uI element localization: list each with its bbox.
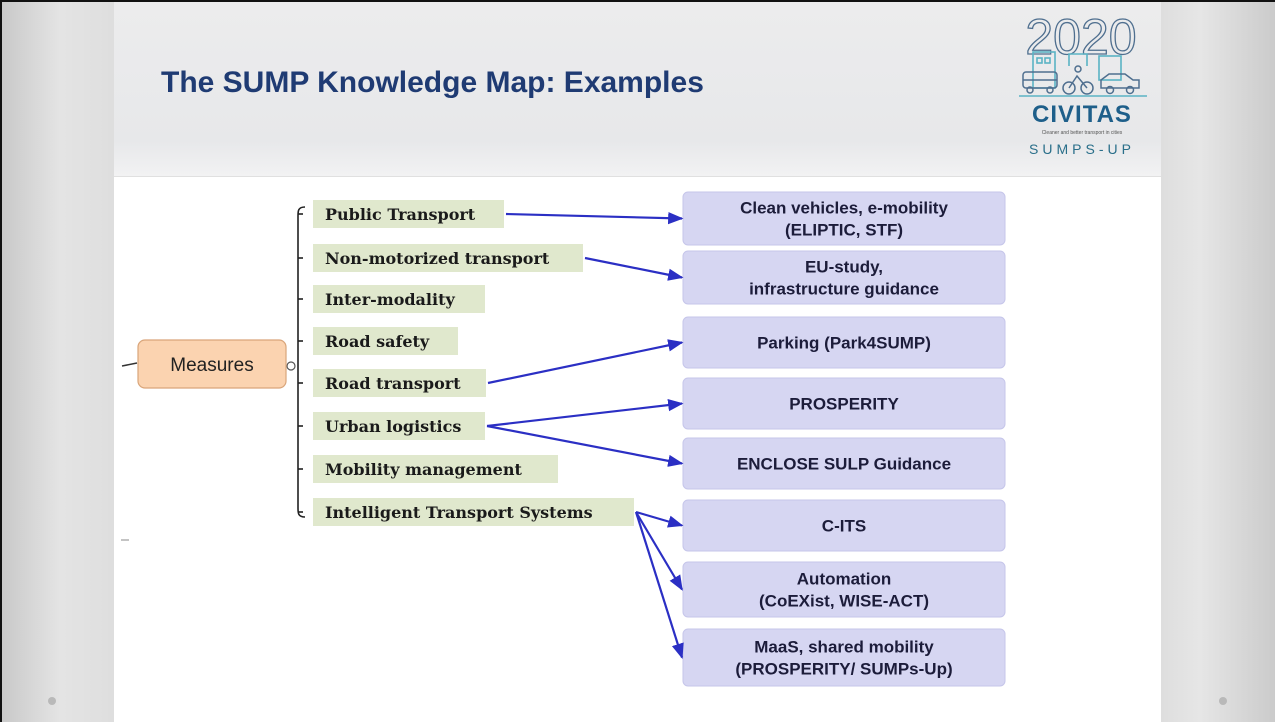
category-box [313, 455, 558, 483]
resource-prosperity[interactable]: PROSPERITY [682, 377, 1006, 430]
page-title: The SUMP Knowledge Map: Examples [161, 66, 704, 99]
category-urban-logistics[interactable]: Urban logistics [313, 412, 485, 440]
category-road-safety[interactable]: Road safety [313, 327, 458, 355]
arrow-layer [486, 211, 684, 659]
car-icon [1100, 73, 1140, 95]
category-intelligent-transport-systems[interactable]: Intelligent Transport Systems [313, 498, 634, 526]
root-node-measures[interactable]: Measures [137, 339, 287, 389]
resource-maas-shared-mobility[interactable]: MaaS, shared mobility (PROSPERITY/ SUMPs-… [682, 628, 1006, 687]
arrow-urban-logistics-to-enclose-sulp-guidance [486, 424, 684, 467]
resource-label: (ELIPTIC, STF) [785, 221, 903, 240]
category-mobility-management[interactable]: Mobility management [313, 455, 558, 483]
root-expander-node[interactable] [286, 361, 296, 371]
slide-nav-dot-left [48, 697, 56, 705]
category-label: Mobility management [325, 460, 522, 479]
connector-layer [121, 206, 306, 518]
resource-label: Automation [797, 570, 891, 589]
resource-clean-vehicles-e-mobility[interactable]: Clean vehicles, e-mobility (ELIPTIC, STF) [682, 191, 1006, 246]
category-road-transport[interactable]: Road transport [313, 369, 486, 397]
resource-label: EU-study, [805, 258, 883, 277]
resource-label: C-ITS [822, 517, 866, 536]
category-inter-modality[interactable]: Inter-modality [313, 285, 485, 313]
resource-c-its[interactable]: C-ITS [682, 499, 1006, 552]
arrow-non-motorized-transport-to-eu-study [584, 256, 684, 281]
logo-brand: CIVITAS [1032, 101, 1132, 128]
resource-label: ENCLOSE SULP Guidance [737, 455, 951, 474]
resource-parking-park4sump[interactable]: Parking (Park4SUMP) [682, 316, 1006, 369]
logo-tagline: Cleaner and better transport in cities [1042, 130, 1123, 136]
category-box [313, 200, 504, 228]
resource-automation[interactable]: Automation (CoEXist, WISE-ACT) [682, 561, 1006, 618]
category-label: Public Transport [325, 205, 476, 224]
root-node-box [137, 339, 287, 389]
resource-box [682, 561, 1006, 618]
category-box [313, 369, 486, 397]
arrow-road-transport-to-parking-park4sump [487, 339, 684, 385]
category-box [313, 285, 485, 313]
category-label: Road safety [325, 332, 430, 351]
category-box [313, 327, 458, 355]
root-incoming-line [121, 362, 138, 367]
resource-label: PROSPERITY [789, 395, 899, 414]
header-band: The SUMP Knowledge Map: Examples 2020 [114, 2, 1161, 177]
category-label: Urban logistics [325, 417, 461, 436]
resource-label: Parking (Park4SUMP) [757, 334, 931, 353]
resource-label: Clean vehicles, e-mobility [740, 199, 948, 218]
cyclist-icon [1062, 65, 1094, 95]
resource-label: MaaS, shared mobility [754, 638, 934, 657]
resource-layer: Clean vehicles, e-mobility (ELIPTIC, STF)… [682, 191, 1006, 687]
category-non-motorized-transport[interactable]: Non-motorized transport [313, 244, 583, 272]
category-public-transport[interactable]: Public Transport [313, 200, 504, 228]
city-skyline-icon [1019, 51, 1147, 97]
bus-icon [1022, 71, 1058, 94]
resource-label: (CoEXist, WISE-ACT) [759, 592, 929, 611]
slide-nav-dot-right [1219, 697, 1227, 705]
arrow-urban-logistics-to-prosperity [486, 398, 684, 428]
category-bracket [297, 206, 306, 518]
resource-label: (PROSPERITY/ SUMPs-Up) [735, 660, 952, 679]
category-label: Inter-modality [325, 290, 455, 309]
category-box [313, 498, 634, 526]
root-layer: Measures [137, 339, 287, 389]
category-label: Non-motorized transport [325, 249, 550, 268]
category-label: Intelligent Transport Systems [325, 503, 593, 522]
resource-label: infrastructure guidance [749, 280, 939, 299]
category-box [313, 412, 485, 440]
civitas-sumps-up-logo: 2020 [1019, 8, 1147, 157]
resource-enclose-sulp-guidance[interactable]: ENCLOSE SULP Guidance [682, 437, 1006, 490]
arrow-intelligent-transport-systems-to-c-its [635, 510, 684, 528]
category-box [313, 244, 583, 272]
arrow-intelligent-transport-systems-to-maas-shared-mobility [634, 511, 684, 659]
arrow-public-transport-to-clean-vehicles-e-mobility [505, 211, 684, 225]
arrow-intelligent-transport-systems-to-automation [635, 511, 683, 591]
resource-eu-study[interactable]: EU-study, infrastructure guidance [682, 250, 1006, 305]
root-node-label: Measures [170, 355, 253, 376]
logo-subbrand: SUMPS-UP [1029, 141, 1135, 157]
category-label: Road transport [325, 374, 461, 393]
